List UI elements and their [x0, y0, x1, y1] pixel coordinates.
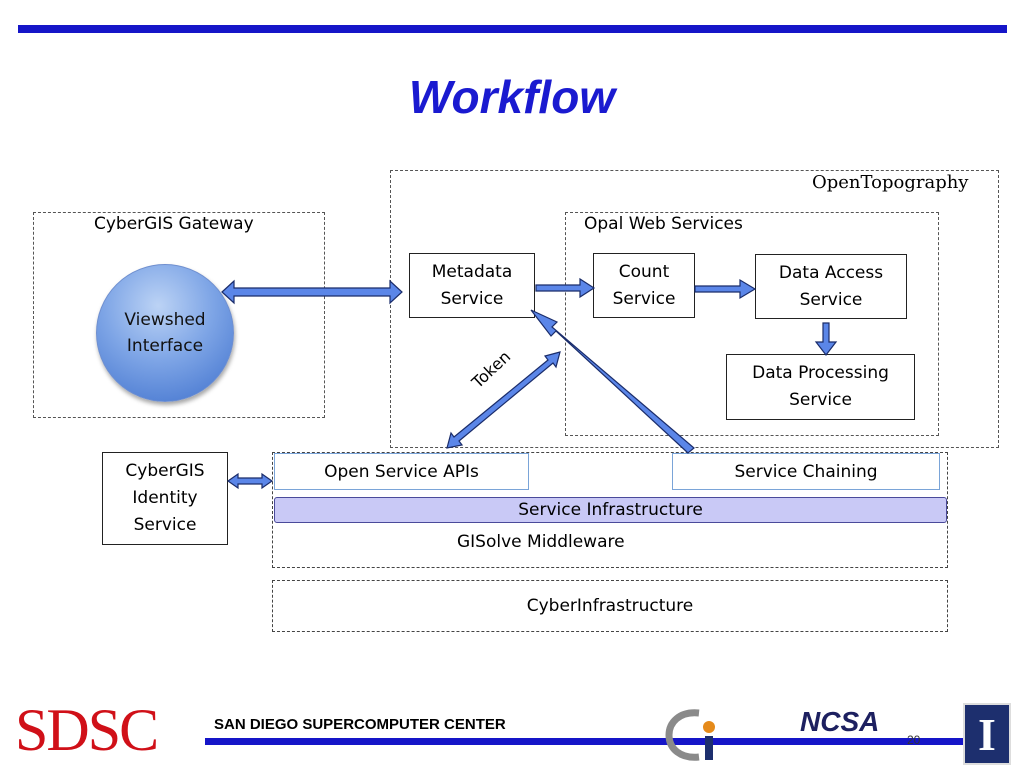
- ci-logo: [665, 705, 727, 763]
- open-service-apis-box: Open Service APIs: [274, 453, 529, 490]
- service-chaining-box: Service Chaining: [672, 453, 940, 490]
- opentopography-region: [390, 170, 999, 448]
- metadata-service-box: Metadata Service: [409, 253, 535, 318]
- viewshed-interface-node: Viewshed Interface: [96, 264, 234, 402]
- metadata-service-label: Metadata Service: [431, 261, 513, 309]
- ncsa-logo: NCSA: [800, 706, 879, 738]
- gisolve-middleware-label: GISolve Middleware: [457, 532, 625, 552]
- slide-title: Workflow: [408, 71, 616, 123]
- data-processing-service-label: Data Processing Service: [752, 363, 889, 410]
- service-infrastructure-bar: Service Infrastructure: [274, 497, 947, 523]
- open-service-apis-label: Open Service APIs: [324, 461, 479, 482]
- cybergis-identity-service-label: CyberGIS Identity Service: [125, 461, 205, 535]
- top-accent-bar: [18, 25, 1007, 33]
- data-processing-service-box: Data Processing Service: [726, 354, 915, 420]
- sdsc-name: SAN DIEGO SUPERCOMPUTER CENTER: [214, 716, 506, 733]
- ncsa-logo-text: NCSA: [800, 706, 880, 737]
- footer-accent-bar: [205, 738, 985, 745]
- arrow-viewshed-metadata: [221, 279, 403, 305]
- gisolve-middleware-region: [272, 452, 948, 568]
- data-access-service-label: Data Access Service: [778, 262, 884, 310]
- arrow-identity-apis: [226, 472, 274, 490]
- cyberinfrastructure-label: CyberInfrastructure: [526, 596, 694, 616]
- cybergis-identity-service-box: CyberGIS Identity Service: [102, 452, 228, 545]
- arrow-service-chaining-metadata: [530, 309, 695, 454]
- opal-web-services-region: [565, 212, 939, 436]
- sdsc-logo: SDSC: [15, 697, 159, 763]
- page-number: 20: [907, 733, 921, 747]
- arrow-metadata-count: [535, 277, 596, 299]
- viewshed-interface-label: Viewshed Interface: [124, 310, 206, 356]
- count-service-label: Count Service: [612, 261, 676, 309]
- cybergis-gateway-region: [33, 212, 325, 418]
- service-chaining-label: Service Chaining: [734, 461, 878, 482]
- arrow-data-access-processing: [814, 322, 838, 356]
- arrow-token: [446, 351, 561, 449]
- opentopography-label: OpenTopography: [812, 172, 969, 193]
- cybergis-gateway-label: CyberGIS Gateway: [94, 214, 254, 234]
- cyberinfrastructure-region: CyberInfrastructure: [272, 580, 948, 632]
- illinois-logo-letter: I: [978, 708, 996, 760]
- arrow-count-data-access: [694, 278, 757, 300]
- service-infrastructure-label: Service Infrastructure: [518, 500, 703, 520]
- count-service-box: Count Service: [593, 253, 695, 318]
- opal-web-services-label: Opal Web Services: [584, 214, 743, 234]
- illinois-logo: I: [963, 703, 1011, 765]
- data-access-service-box: Data Access Service: [755, 254, 907, 319]
